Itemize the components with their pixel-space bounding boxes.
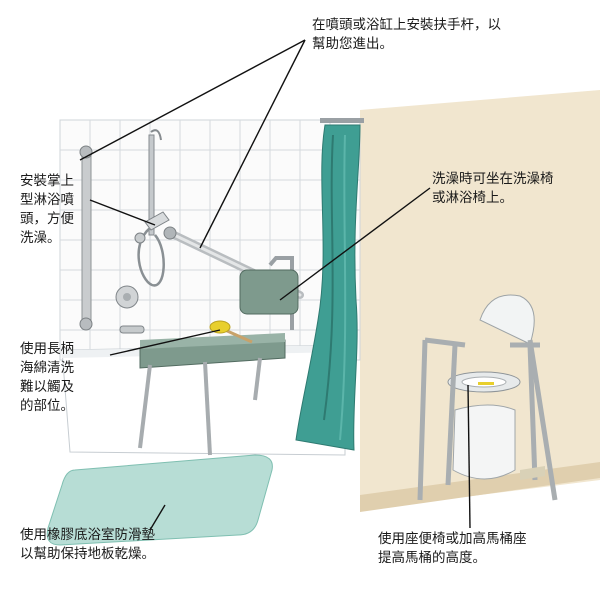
callout-handheld-shower: 安裝掌上 型淋浴噴 頭，方便 洗澡。 [20, 173, 74, 246]
bath-mat [46, 454, 273, 546]
long-handled-sponge [209, 320, 253, 344]
callout-shower-chair: 洗澡時可坐在洗澡椅 或淋浴椅上。 [432, 171, 554, 206]
leader-grab-bar-diagonal [199, 39, 306, 249]
leader-commode [467, 384, 471, 529]
leader-bath-mat [149, 504, 166, 531]
shower-chair [138, 256, 299, 456]
shower-curtain [295, 118, 364, 451]
leader-grab-bar-vertical [79, 39, 306, 161]
callout-long-sponge: 使用長柄 海綿清洗 難以觸及 的部位。 [20, 341, 74, 414]
callout-commode: 使用座便椅或加高馬桶座 提高馬桶的高度。 [378, 531, 527, 566]
vertical-grab-bar [79, 145, 93, 331]
leader-sponge [109, 329, 221, 356]
callout-bath-mat: 使用橡膠底浴室防滑墊 以幫助保持地板乾燥。 [20, 527, 155, 562]
leader-shower-chair [279, 187, 431, 301]
callout-grab-bars: 在噴頭或浴缸上安裝扶手杆，以 幫助您進出。 [312, 17, 501, 52]
faucet [115, 285, 145, 334]
leader-handheld-shower [89, 199, 156, 226]
tile-wall [59, 119, 361, 361]
leader-lines [79, 39, 471, 531]
handheld-shower [134, 129, 170, 287]
